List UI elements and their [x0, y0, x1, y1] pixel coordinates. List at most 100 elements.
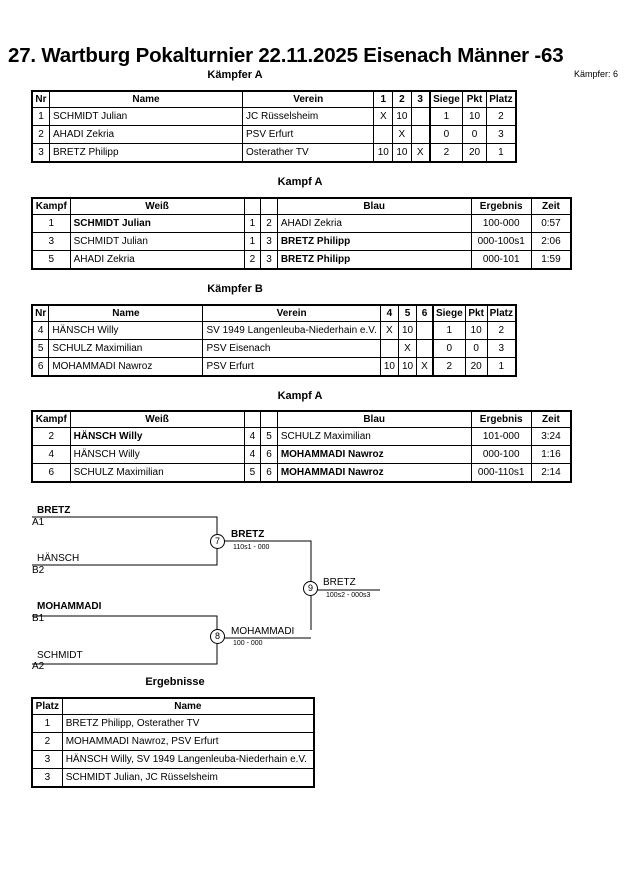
place-cell: 2 [485, 107, 517, 126]
score-cell: X [392, 125, 412, 144]
pool-b-heading: Kämpfer B [207, 283, 263, 295]
col-header: Siege [429, 90, 464, 108]
bracket-sf2-score: 100 - 000 [233, 640, 263, 647]
points-cell: 10 [462, 107, 487, 126]
points-cell: 0 [462, 125, 487, 144]
blue-nr-cell: 2 [260, 214, 278, 233]
col-header: Pkt [464, 304, 488, 322]
result-cell: 101-000 [470, 427, 532, 446]
white-fighter-cell: HÄNSCH Willy [69, 445, 245, 464]
col-header: Verein [202, 304, 381, 322]
wins-cell: 1 [432, 321, 466, 340]
time-cell: 1:59 [530, 250, 572, 270]
fighter-cell: HÄNSCH Willy, SV 1949 Langenleuba-Nieder… [61, 750, 315, 769]
points-cell: 0 [464, 339, 488, 358]
col-header: Platz [486, 304, 517, 322]
col-header: 6 [416, 304, 434, 322]
white-nr-cell: 4 [243, 427, 262, 446]
bracket-final-score: 100s2 - 000s3 [326, 592, 371, 599]
col-header: Verein [242, 90, 375, 108]
white-fighter-cell: SCHULZ Maximilian [69, 463, 245, 483]
table-header-row: Nr Name Verein 4 5 6 Siege Pkt Platz [31, 304, 517, 322]
score-cell: X [397, 339, 418, 358]
bracket-fight-8: 8 [210, 629, 225, 644]
score-cell: 10 [397, 357, 418, 377]
score-cell [410, 107, 431, 126]
bracket-sf2-bottom-seed: A2 [32, 661, 45, 672]
white-fighter-cell: AHADI Zekria [69, 250, 245, 270]
wins-cell: 1 [429, 107, 464, 126]
score-cell: X [373, 107, 394, 126]
blue-nr-cell: 3 [260, 232, 278, 251]
table-header-row: Kampf Weiß Blau Ergebnis Zeit [31, 197, 572, 215]
bracket-sf2-top: MOHAMMADI [37, 601, 102, 612]
col-header: Name [48, 90, 244, 108]
time-cell: 2:14 [530, 463, 572, 483]
bracket-fight-7: 7 [210, 534, 225, 549]
wins-cell: 2 [429, 143, 464, 163]
page-title: 27. Wartburg Pokalturnier 22.11.2025 Eis… [8, 44, 564, 67]
time-cell: 3:24 [530, 427, 572, 446]
fighter-cell: SCHMIDT Julian, JC Rüsselsheim [61, 768, 315, 788]
score-cell [416, 321, 434, 340]
nr-cell: 4 [31, 321, 50, 340]
col-header [243, 410, 262, 428]
place-cell: 2 [486, 321, 517, 340]
score-cell [373, 125, 394, 144]
fight-number-cell: 2 [31, 427, 71, 446]
col-header: Zeit [530, 410, 572, 428]
nr-cell: 6 [31, 357, 50, 377]
col-header: 3 [410, 90, 431, 108]
fight-number-cell: 6 [31, 463, 71, 483]
nr-cell: 2 [31, 125, 50, 144]
score-cell [410, 125, 431, 144]
white-fighter-cell: HÄNSCH Willy [69, 427, 245, 446]
col-header: Ergebnis [470, 410, 532, 428]
table-header-row: Platz Name [31, 697, 315, 715]
white-nr-cell: 1 [243, 232, 262, 251]
blue-fighter-cell: BRETZ Philipp [276, 250, 472, 270]
place-cell: 1 [31, 714, 63, 733]
club-cell: Osterather TV [242, 143, 375, 163]
score-cell: 10 [379, 357, 399, 377]
score-cell: 10 [373, 143, 394, 163]
results-heading: Ergebnisse [145, 676, 205, 688]
name-cell: SCHULZ Maximilian [48, 339, 204, 358]
place-cell: 2 [31, 732, 63, 751]
score-cell: X [379, 321, 399, 340]
result-cell: 000-101 [470, 250, 532, 270]
club-cell: PSV Erfurt [202, 357, 381, 377]
blue-fighter-cell: BRETZ Philipp [276, 232, 472, 251]
name-cell: HÄNSCH Willy [48, 321, 204, 340]
col-header: Blau [276, 410, 472, 428]
place-cell: 3 [31, 750, 63, 769]
col-header: Kampf [31, 197, 71, 215]
col-header: Name [48, 304, 204, 322]
table-header-row: Kampf Weiß Blau Ergebnis Zeit [31, 410, 572, 428]
col-header: Nr [31, 304, 50, 322]
fight-number-cell: 1 [31, 214, 71, 233]
col-header: 1 [373, 90, 394, 108]
white-nr-cell: 4 [243, 445, 262, 464]
wins-cell: 0 [429, 125, 464, 144]
col-header: Weiß [69, 197, 245, 215]
club-cell: PSV Erfurt [242, 125, 375, 144]
result-cell: 000-110s1 [470, 463, 532, 483]
score-cell [416, 339, 434, 358]
blue-fighter-cell: MOHAMMADI Nawroz [276, 463, 472, 483]
club-cell: SV 1949 Langenleuba-Niederhain e.V. [202, 321, 381, 340]
wins-cell: 0 [432, 339, 466, 358]
nr-cell: 5 [31, 339, 50, 358]
